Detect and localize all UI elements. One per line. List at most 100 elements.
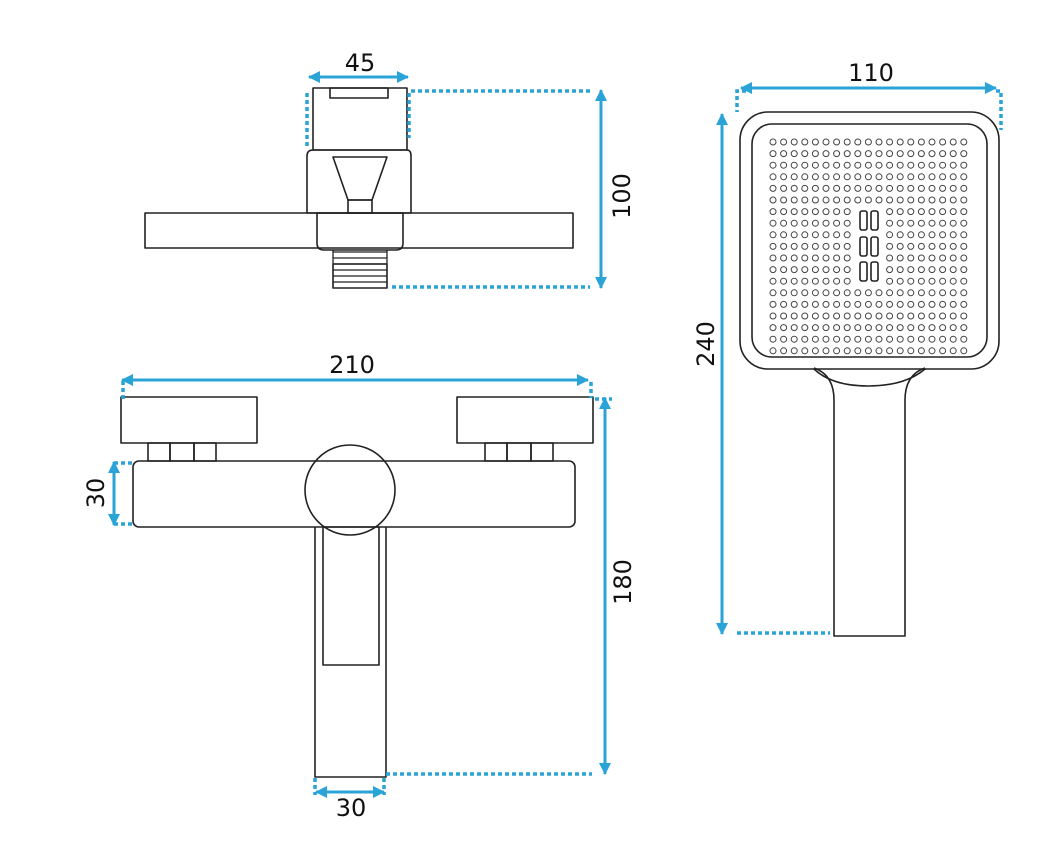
nozzle bbox=[907, 312, 915, 320]
nozzle bbox=[864, 335, 872, 343]
nozzle bbox=[801, 335, 809, 343]
nozzle bbox=[769, 335, 777, 343]
nozzle-grid bbox=[769, 138, 968, 355]
nozzle bbox=[917, 300, 925, 308]
nozzle bbox=[939, 208, 947, 216]
nozzle bbox=[939, 184, 947, 192]
nozzle bbox=[960, 173, 968, 181]
nozzle bbox=[811, 254, 819, 262]
nozzle bbox=[801, 324, 809, 332]
nozzle bbox=[896, 254, 904, 262]
nozzle bbox=[780, 300, 788, 308]
nozzle bbox=[886, 150, 894, 158]
nozzle bbox=[949, 196, 957, 204]
nozzle bbox=[907, 231, 915, 239]
nozzle bbox=[854, 347, 862, 355]
nozzle bbox=[801, 150, 809, 158]
nozzle bbox=[780, 173, 788, 181]
nozzle bbox=[886, 138, 894, 146]
nozzle bbox=[833, 312, 841, 320]
nozzle bbox=[896, 300, 904, 308]
nozzle bbox=[780, 219, 788, 227]
nozzle bbox=[801, 173, 809, 181]
nozzle bbox=[917, 184, 925, 192]
nozzle bbox=[949, 242, 957, 250]
nozzle bbox=[843, 254, 851, 262]
nozzle bbox=[960, 161, 968, 169]
nozzle bbox=[917, 173, 925, 181]
nozzle bbox=[875, 196, 883, 204]
nozzle bbox=[780, 184, 788, 192]
label-head-width: 110 bbox=[848, 59, 894, 87]
nozzle bbox=[769, 184, 777, 192]
nozzle bbox=[769, 231, 777, 239]
dimension-labels: 45 100 210 30 30 180 110 240 bbox=[82, 49, 894, 822]
nozzle bbox=[939, 173, 947, 181]
nozzle bbox=[833, 335, 841, 343]
nozzle bbox=[790, 161, 798, 169]
nozzle bbox=[780, 161, 788, 169]
nozzle bbox=[780, 138, 788, 146]
nozzle bbox=[780, 312, 788, 320]
nozzle bbox=[917, 161, 925, 169]
nozzle bbox=[864, 150, 872, 158]
nozzle bbox=[790, 266, 798, 274]
nozzle bbox=[917, 335, 925, 343]
shower-mode-slots bbox=[859, 210, 879, 282]
nozzle bbox=[843, 242, 851, 250]
nozzle bbox=[769, 277, 777, 285]
nozzle bbox=[907, 277, 915, 285]
nozzle bbox=[886, 219, 894, 227]
nozzle bbox=[843, 300, 851, 308]
nozzle bbox=[960, 266, 968, 274]
nozzle bbox=[822, 347, 830, 355]
nozzle bbox=[949, 219, 957, 227]
nozzle bbox=[886, 335, 894, 343]
nozzle bbox=[960, 347, 968, 355]
nozzle bbox=[928, 335, 936, 343]
nozzle bbox=[780, 254, 788, 262]
nozzle bbox=[801, 312, 809, 320]
nozzle bbox=[822, 289, 830, 297]
nozzle bbox=[907, 138, 915, 146]
nozzle bbox=[949, 347, 957, 355]
nozzle bbox=[790, 335, 798, 343]
nozzle bbox=[769, 173, 777, 181]
nozzle bbox=[939, 242, 947, 250]
nozzle bbox=[875, 324, 883, 332]
nozzle bbox=[917, 196, 925, 204]
nozzle bbox=[801, 208, 809, 216]
shower-neck bbox=[813, 368, 926, 387]
nozzle bbox=[822, 266, 830, 274]
nozzle bbox=[833, 289, 841, 297]
nozzle bbox=[886, 312, 894, 320]
nozzle bbox=[917, 231, 925, 239]
nozzle bbox=[811, 347, 819, 355]
nozzle bbox=[960, 208, 968, 216]
nozzle bbox=[843, 289, 851, 297]
nozzle bbox=[854, 173, 862, 181]
nozzle bbox=[875, 347, 883, 355]
nozzle bbox=[949, 150, 957, 158]
nozzle bbox=[896, 312, 904, 320]
nozzle bbox=[960, 277, 968, 285]
nozzle bbox=[886, 266, 894, 274]
nozzle bbox=[939, 300, 947, 308]
nozzle bbox=[811, 335, 819, 343]
nozzle bbox=[949, 208, 957, 216]
nozzle bbox=[875, 184, 883, 192]
label-body-height: 30 bbox=[82, 478, 110, 509]
nozzle bbox=[886, 242, 894, 250]
spout bbox=[314, 527, 387, 778]
nozzle bbox=[769, 312, 777, 320]
nozzle bbox=[790, 242, 798, 250]
nozzle bbox=[917, 312, 925, 320]
shower-face bbox=[751, 123, 988, 358]
nozzle bbox=[833, 150, 841, 158]
shower-handle bbox=[813, 367, 926, 637]
top-view-handle-slot bbox=[329, 87, 389, 99]
nozzle bbox=[960, 312, 968, 320]
nozzle bbox=[939, 196, 947, 204]
nozzle bbox=[949, 277, 957, 285]
nozzle bbox=[833, 266, 841, 274]
